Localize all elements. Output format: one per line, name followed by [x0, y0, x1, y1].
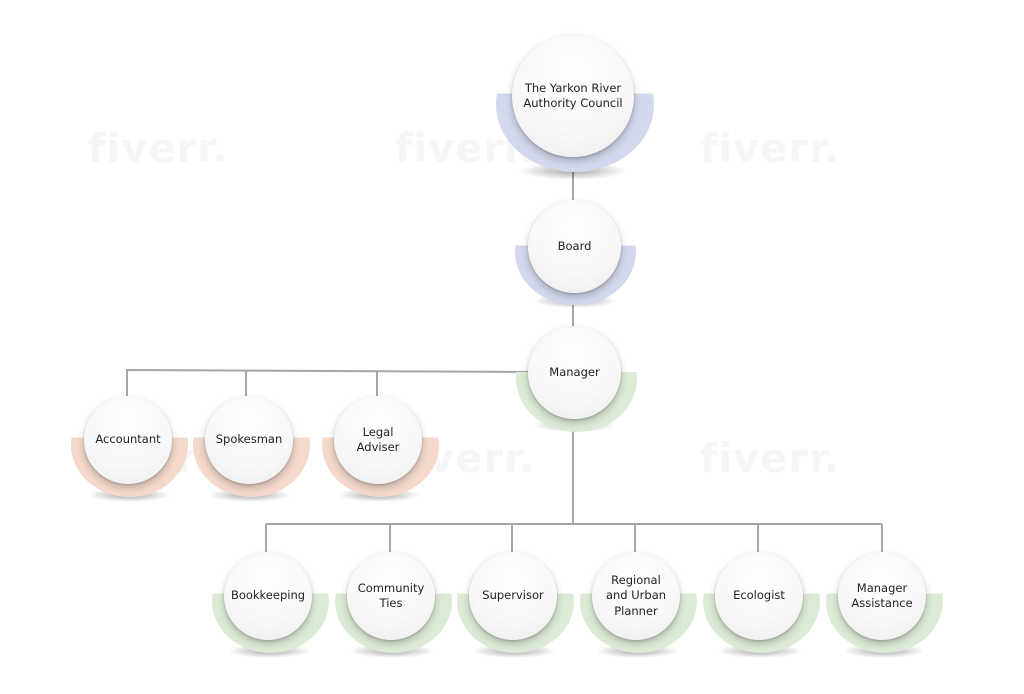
- node-circle: Accountant: [84, 396, 172, 484]
- node-circle: Regional and Urban Planner: [592, 552, 680, 640]
- node-label-manager-assistance: Manager Assistance: [851, 580, 913, 610]
- node-label-regional-planner: Regional and Urban Planner: [605, 573, 667, 618]
- node-circle: Manager Assistance: [838, 552, 926, 640]
- connector-manager-staff: [126, 368, 531, 400]
- node-label-accountant: Accountant: [95, 432, 161, 447]
- node-label-supervisor: Supervisor: [482, 588, 544, 603]
- node-circle: Bookkeeping: [224, 552, 312, 640]
- node-circle: The Yarkon River Authority Council: [512, 35, 634, 157]
- node-label-council: The Yarkon River Authority Council: [523, 80, 623, 110]
- node-circle: Ecologist: [715, 552, 803, 640]
- node-label-board: Board: [557, 238, 592, 253]
- node-label-bookkeeping: Bookkeeping: [230, 588, 306, 603]
- node-circle: Spokesman: [205, 396, 293, 484]
- node-label-legal-adviser: Legal Adviser: [356, 424, 400, 454]
- node-circle: Legal Adviser: [334, 396, 422, 484]
- node-label-ecologist: Ecologist: [733, 588, 785, 603]
- node-label-spokesman: Spokesman: [215, 432, 283, 447]
- node-circle: Community Ties: [347, 552, 435, 640]
- node-circle: Manager: [528, 326, 621, 419]
- node-label-manager: Manager: [549, 364, 600, 379]
- node-circle: Board: [528, 200, 621, 293]
- node-circle: Supervisor: [469, 552, 557, 640]
- node-label-community-ties: Community Ties: [357, 580, 425, 610]
